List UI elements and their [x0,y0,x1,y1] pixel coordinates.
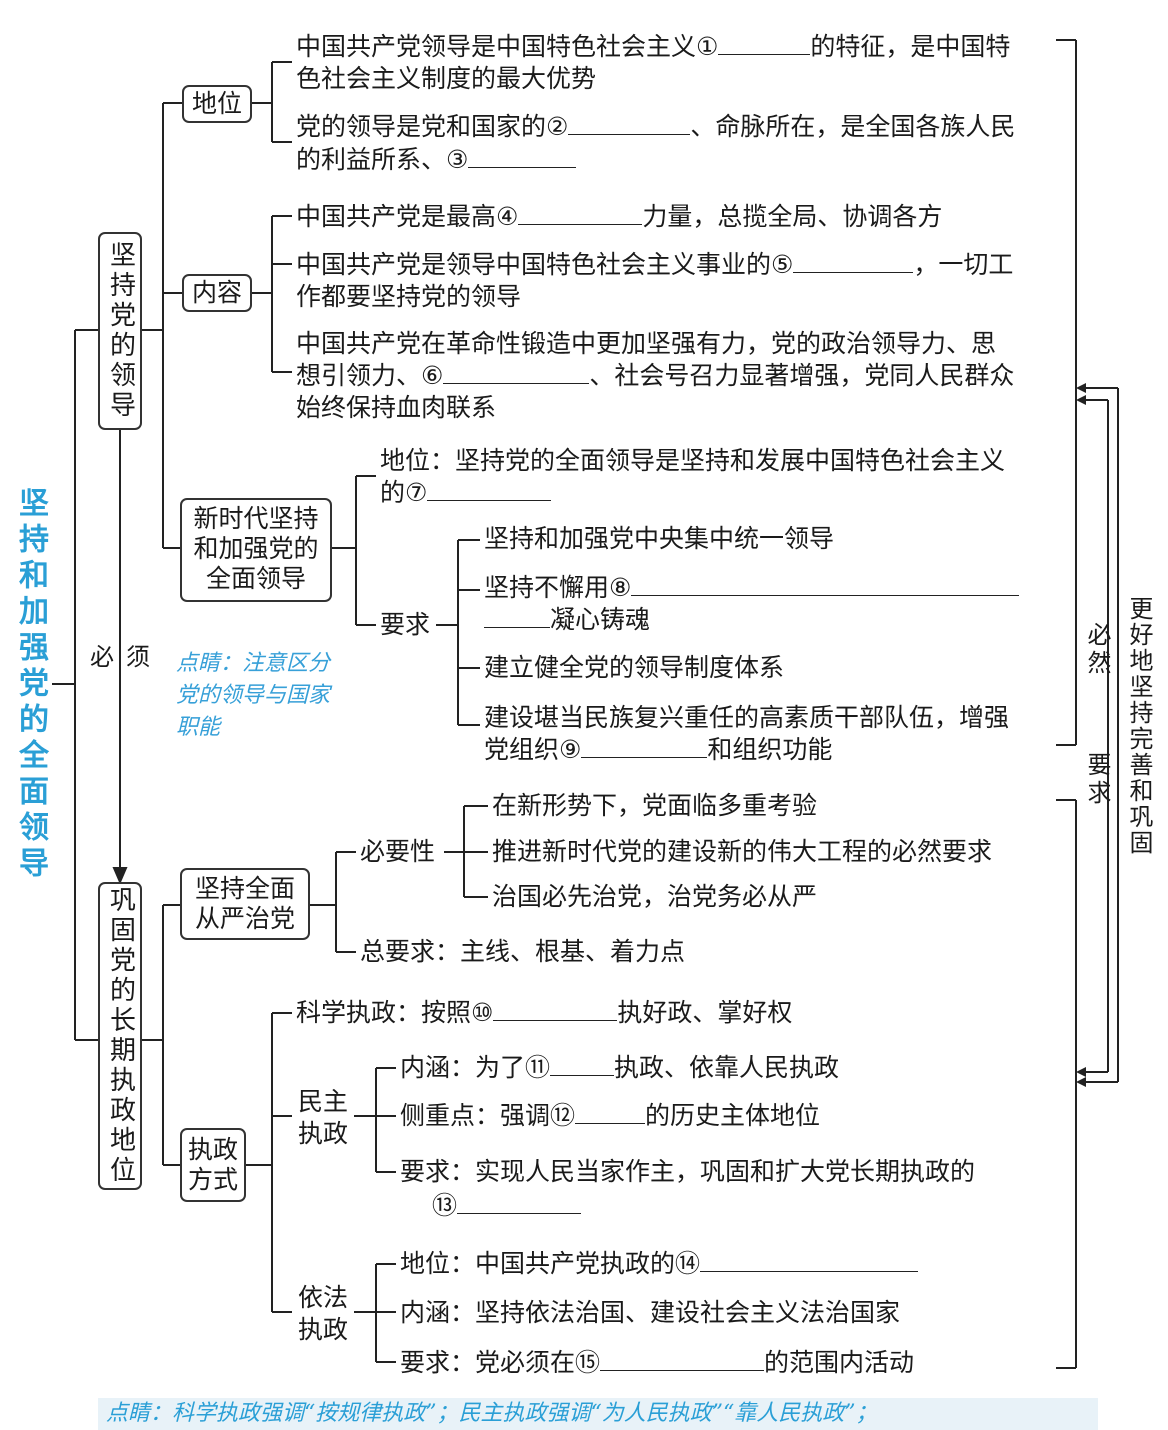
outer-label: 更好地坚持完善和巩固 [1125,596,1153,856]
blank-2 [568,112,691,135]
section1-box: 坚持党的领导 [98,232,142,430]
necessity-label: 必要性 [360,837,436,866]
blank-11 [550,1053,615,1076]
position-line-2c: 的利益所系、③ [296,143,577,177]
position-box: 地位 [182,85,252,123]
blank-8 [631,573,1020,596]
content-line-2: 中国共产党是领导中国特色社会主义事业的⑤，一切工 [296,250,1014,279]
governing-box: 执政 方式 [180,1128,246,1202]
req-4: 建设堪当民族复兴重任的高素质干部队伍，增强 [484,703,1010,732]
new-era-position-b: 的⑦ [380,476,552,510]
requirement-label: 要求 [380,610,431,639]
blank-13 [457,1191,582,1214]
democratic-label: 民主 执政 [298,1087,349,1148]
blank-7 [427,478,552,501]
blank-14 [700,1249,919,1272]
blank-1 [718,32,811,55]
strict-box: 坚持全面 从严治党 [180,868,310,940]
necessity-3: 治国必先治党，治党务必从严 [492,882,818,911]
req-2b: 凝心铸魂 [484,603,650,637]
necessity-1: 在新形势下，党面临多重考验 [492,791,818,820]
democratic-3: 要求：实现人民当家作主，巩固和扩大党长期执政的 [400,1157,976,1186]
law-2: 内涵：坚持依法治国、建设社会主义法治国家 [400,1298,901,1327]
content-line-3d: 始终保持血肉联系 [296,393,497,422]
blank-4 [518,202,643,225]
content-box: 内容 [182,274,252,312]
inner-label-top: 必然 [1083,622,1111,678]
blank-5 [793,250,914,273]
blank-12 [575,1101,646,1124]
diagram-title: 坚持和加强党的全面领导 [13,487,48,883]
note-mid: 点睛：注意区分 党的领导与国家 职能 [176,651,331,740]
position-line-1c: 色社会主义制度的最大优势 [296,64,597,93]
req-3: 建立健全党的领导制度体系 [484,653,785,682]
new-era-box: 新时代坚持 和加强党的 全面领导 [180,498,332,602]
content-line-3b: 想引领力、⑥、社会号召力显著增强，党同人民群众 [296,361,1015,390]
law-1: 地位：中国共产党执政的⑭ [400,1247,919,1281]
content-line-2c: 作都要坚持党的领导 [296,282,522,311]
note-bottom: 点睛：科学执政强调“按规律执政”；民主执政强调“为人民执政”“靠人民执政”； [98,1398,1098,1430]
blank-15 [600,1348,765,1371]
general-requirement: 总要求：主线、根基、着力点 [360,937,686,966]
blank-10 [493,998,618,1021]
blank-6 [443,361,590,384]
req-2: 坚持不懈用⑧ [484,571,1020,605]
must-label-1: 必 [90,643,114,671]
must-label-2: 须 [126,643,150,671]
blank-8b [484,605,550,628]
section2-box: 巩固党的长期执政地位 [98,882,142,1190]
blank-3 [468,145,577,168]
new-era-position: 地位：坚持党的全面领导是坚持和发展中国特色社会主义 [380,446,1006,475]
position-line-2: 党的领导是党和国家的②、命脉所在，是全国各族人民 [296,112,1016,141]
req-1: 坚持和加强党中央集中统一领导 [484,524,835,553]
inner-label-bottom: 要求 [1083,752,1111,808]
democratic-3b: ⑬ [432,1189,582,1223]
necessity-2: 推进新时代党的建设新的伟大工程的必然要求 [492,837,993,866]
blank-9 [581,735,708,758]
law-label: 依法 执政 [298,1283,349,1344]
content-line-3: 中国共产党在革命性锻造中更加坚强有力，党的政治领导力、思 [296,329,997,358]
